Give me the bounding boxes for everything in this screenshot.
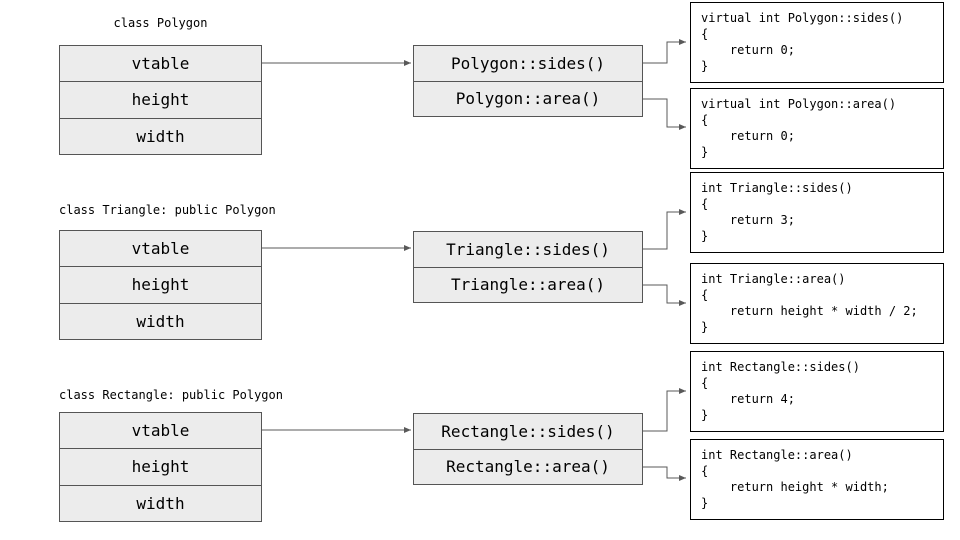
object-field-vtable: vtable xyxy=(131,239,190,259)
object-field-height: height xyxy=(60,448,261,484)
code-text: int Triangle::sides() { return 3; } xyxy=(701,181,853,243)
vtable-box-rectangle: Rectangle::sides() Rectangle::area() xyxy=(413,413,643,485)
vtable-entry-sides: Polygon::sides() xyxy=(450,53,606,73)
class-label-rectangle: class Rectangle: public Polygon xyxy=(59,388,283,402)
arrow-rectangle-sides-to-code xyxy=(643,388,686,432)
arrow-polygon-area-to-code xyxy=(643,98,686,130)
code-box-rectangle-sides: int Rectangle::sides() { return 4; } xyxy=(690,351,944,432)
code-text: int Triangle::area() { return height * w… xyxy=(701,272,918,334)
object-field-vtable: vtable xyxy=(131,421,190,441)
vtable-entry-sides: Triangle::sides() xyxy=(446,239,610,259)
code-box-triangle-area: int Triangle::area() { return height * w… xyxy=(690,263,944,344)
arrow-rectangle-area-to-code xyxy=(643,466,686,481)
object-box-triangle: vtable height width xyxy=(59,230,262,340)
vtable-box-triangle: Triangle::sides() Triangle::area() xyxy=(413,231,643,303)
object-field-width: width xyxy=(60,117,261,154)
arrow-polygon-sides-to-code xyxy=(643,39,686,64)
object-field-height: height xyxy=(60,266,261,302)
code-text: virtual int Polygon::area() { return 0; … xyxy=(701,97,897,159)
vtable-entry-area: Rectangle::area() xyxy=(414,448,642,485)
object-field-vtable: vtable xyxy=(131,54,190,74)
arrow-triangle-sides-to-code xyxy=(643,209,686,250)
vtable-entry-area: Polygon::area() xyxy=(414,80,642,117)
class-label-polygon: class Polygon xyxy=(113,16,208,30)
code-text: int Rectangle::sides() { return 4; } xyxy=(701,360,860,422)
vtable-entry-area: Triangle::area() xyxy=(414,266,642,303)
code-box-polygon-sides: virtual int Polygon::sides() { return 0;… xyxy=(690,2,944,83)
code-box-polygon-area: virtual int Polygon::area() { return 0; … xyxy=(690,88,944,169)
object-box-polygon: vtable height width xyxy=(59,45,262,155)
object-box-rectangle: vtable height width xyxy=(59,412,262,522)
vtable-entry-sides: Rectangle::sides() xyxy=(441,421,615,441)
arrow-triangle-area-to-code xyxy=(643,284,686,306)
code-box-triangle-sides: int Triangle::sides() { return 3; } xyxy=(690,172,944,253)
object-field-height: height xyxy=(60,81,261,117)
code-box-rectangle-area: int Rectangle::area() { return height * … xyxy=(690,439,944,520)
object-field-width: width xyxy=(60,302,261,339)
code-text: int Rectangle::area() { return height * … xyxy=(701,448,889,510)
code-text: virtual int Polygon::sides() { return 0;… xyxy=(701,11,904,73)
vtable-box-polygon: Polygon::sides() Polygon::area() xyxy=(413,45,643,117)
object-field-width: width xyxy=(60,484,261,521)
class-label-triangle: class Triangle: public Polygon xyxy=(59,203,276,217)
